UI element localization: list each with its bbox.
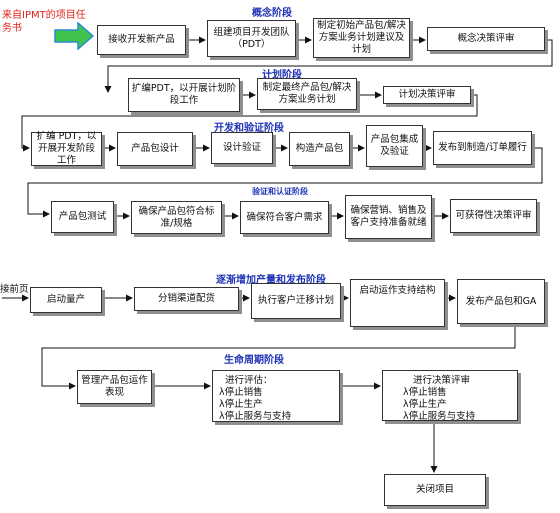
entry-arrow-icon — [54, 22, 94, 50]
box-final-business-plan[interactable]: 制定最终产品包/解决方案业务计划 — [257, 78, 357, 110]
box-package-test[interactable]: 产品包测试 — [51, 201, 114, 233]
box-marketing-ready[interactable]: 确保营销、销售及客户支持准备就绪 — [345, 195, 432, 239]
evaluate-item: λ停止销售 — [219, 387, 263, 398]
bullet-icon: λ — [219, 411, 225, 422]
bullet-icon: λ — [403, 387, 409, 398]
box-expand-pdt-plan[interactable]: 扩编PDT，以开展计划阶段工作 — [128, 78, 240, 112]
box-form-pdt[interactable]: 组建项目开发团队（PDT） — [207, 20, 296, 57]
box-manage-performance[interactable]: 管理产品包运作表现 — [77, 370, 152, 404]
decision-title: 进行决策评审 — [413, 375, 471, 386]
bullet-icon: λ — [403, 399, 409, 410]
phase-plan: 计划阶段 — [262, 70, 302, 81]
box-customer-migration[interactable]: 执行客户迁移计划 — [251, 283, 341, 319]
bullet-icon: λ — [219, 387, 225, 398]
decision-item: λ停止销售 — [403, 387, 447, 398]
box-release-manufacturing[interactable]: 发布到制造/订单履行 — [433, 131, 532, 165]
phase-develop: 开发和验证阶段 — [214, 123, 284, 134]
box-integrate-verify[interactable]: 产品包集成及验证 — [366, 125, 423, 167]
previous-page-label: 接前页 — [0, 284, 29, 295]
evaluate-title: 进行评估： — [225, 375, 273, 386]
box-release-ga[interactable]: 发布产品包和GA — [457, 279, 545, 324]
box-decision-review[interactable]: 进行决策评审 λ停止销售 λ停止生产 λ停止服务与支持 — [382, 370, 518, 422]
evaluate-item: λ停止生产 — [219, 399, 263, 410]
bullet-icon: λ — [403, 411, 409, 422]
phase-validate: 验证和认证阶段 — [252, 187, 308, 196]
evaluate-item: λ停止服务与支持 — [219, 411, 292, 422]
box-meet-standards[interactable]: 确保产品包符合标准/规格 — [131, 201, 222, 234]
box-initial-business-plan[interactable]: 制定初始产品包/解决方案业务计划建议及计划 — [313, 18, 410, 58]
box-package-design[interactable]: 产品包设计 — [117, 132, 193, 166]
box-close-project[interactable]: 关闭项目 — [384, 474, 486, 506]
box-availability-review[interactable]: 可获得性决策评审 — [450, 199, 537, 233]
box-distribution[interactable]: 分销渠道配货 — [134, 287, 239, 311]
box-expand-pdt-develop[interactable]: 扩编 PDT，以开展开发阶段工作 — [31, 131, 102, 166]
box-support-structure[interactable]: 启动运作支持结构 — [350, 279, 445, 327]
box-concept-review[interactable]: 概念决策评审 — [427, 27, 545, 51]
box-meet-customer-needs[interactable]: 确保符合客户需求 — [240, 201, 329, 234]
source-note: 来自IPMT的项目任务书 — [2, 10, 86, 34]
phase-lifecycle: 生命周期阶段 — [224, 355, 284, 366]
bullet-icon: λ — [219, 399, 225, 410]
box-receive-new-product[interactable]: 接收开发新产品 — [97, 25, 186, 55]
decision-item: λ停止生产 — [403, 399, 447, 410]
box-design-verify[interactable]: 设计验证 — [211, 132, 273, 164]
phase-ramp: 逐渐增加产量和发布阶段 — [216, 275, 326, 286]
phase-concept: 概念阶段 — [252, 8, 292, 19]
box-build-package[interactable]: 构造产品包 — [289, 132, 350, 166]
decision-item: λ停止服务与支持 — [403, 411, 476, 422]
box-plan-review[interactable]: 计划决策评审 — [383, 86, 471, 104]
box-evaluate[interactable]: 进行评估： λ停止销售 λ停止生产 λ停止服务与支持 — [212, 370, 340, 422]
box-start-production[interactable]: 启动量产 — [30, 287, 102, 313]
